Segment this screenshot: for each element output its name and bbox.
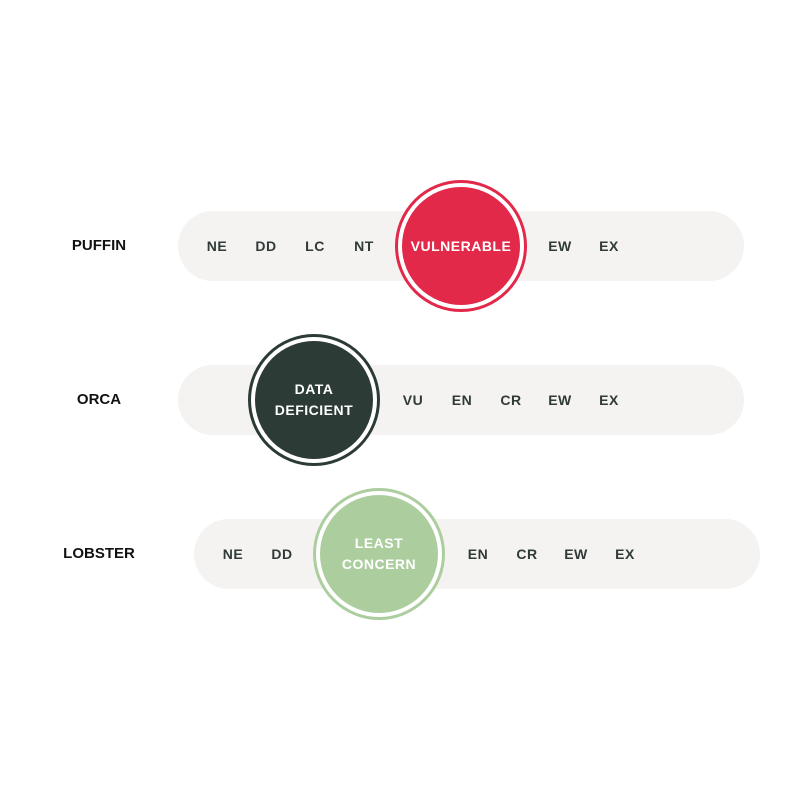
status-code: LC [305, 238, 325, 254]
current-status-circle: VULNERABLE [402, 187, 520, 305]
species-label: PUFFIN [71, 237, 127, 254]
current-status-badge: DATA DEFICIENT [248, 334, 380, 466]
current-status-text: DATA DEFICIENT [274, 381, 354, 418]
current-status-circle: DATA DEFICIENT [255, 341, 373, 459]
species-row-2: LOBSTERNEDDNTVUENCREWEXLEAST CONCERN [0, 484, 800, 624]
species-label: LOBSTER [63, 545, 135, 562]
status-code: EW [564, 546, 588, 562]
species-row-1: ORCALCNTVUENCREWEXDATA DEFICIENT [0, 330, 800, 470]
status-code: NE [222, 546, 244, 562]
current-status-badge: VULNERABLE [395, 180, 527, 312]
status-code: EX [599, 392, 619, 408]
status-code: CR [500, 392, 522, 408]
status-code: EN [451, 392, 473, 408]
status-code: DD [271, 546, 293, 562]
status-code: EN [467, 546, 489, 562]
status-code: VU [402, 392, 424, 408]
species-row-0: PUFFINNEDDLCNTENCREWEXVULNERABLE [0, 176, 800, 316]
current-status-text: VULNERABLE [410, 237, 512, 254]
current-status-text: LEAST CONCERN [341, 535, 417, 572]
status-code: EW [548, 392, 572, 408]
status-scale-track [194, 519, 760, 589]
status-code: EX [599, 238, 619, 254]
status-code: EW [548, 238, 572, 254]
status-code: EX [615, 546, 635, 562]
species-label: ORCA [76, 391, 122, 408]
status-code: DD [255, 238, 277, 254]
status-code: NE [206, 238, 228, 254]
current-status-badge: LEAST CONCERN [313, 488, 445, 620]
current-status-circle: LEAST CONCERN [320, 495, 438, 613]
status-code: CR [516, 546, 538, 562]
status-code: NT [354, 238, 374, 254]
